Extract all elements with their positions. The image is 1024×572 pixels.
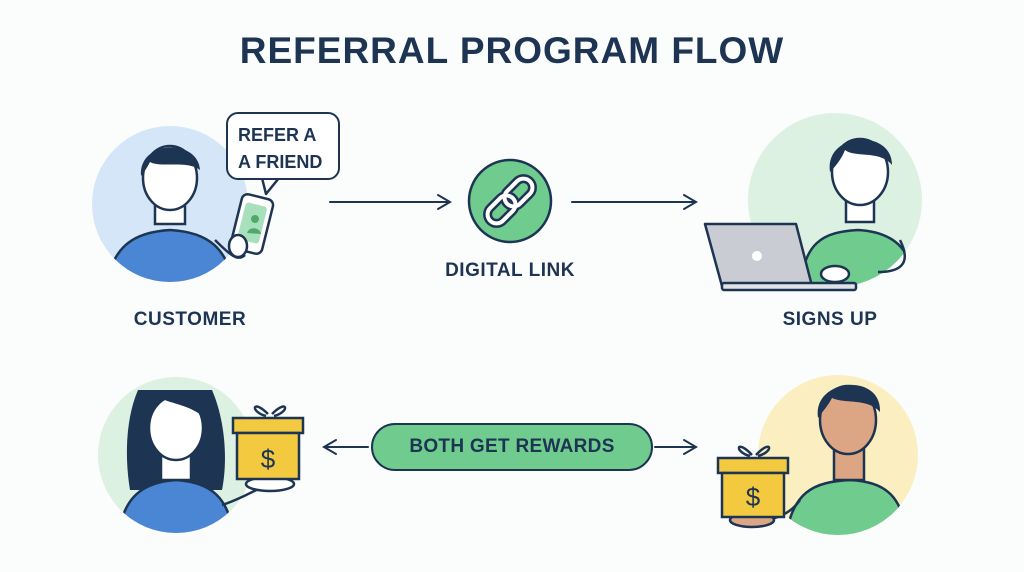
refer-speech-bubble: REFER A A FRIEND xyxy=(226,112,340,180)
arrow-link-to-signup xyxy=(571,194,698,210)
bubble-line-1: REFER A xyxy=(238,125,317,145)
gift-dollar-left: $ xyxy=(261,444,276,474)
gift-box-icon-left: $ xyxy=(231,405,305,481)
rewards-pill: BOTH GET REWARDS xyxy=(371,423,653,471)
bubble-tail xyxy=(260,177,280,196)
label-signs-up: SIGNS UP xyxy=(782,309,878,330)
arrow-customer-to-link xyxy=(329,194,452,210)
label-digital-link: DIGITAL LINK xyxy=(445,260,575,281)
chain-link-icon xyxy=(467,158,553,244)
customer-figure xyxy=(92,126,275,282)
friend-reward-figure xyxy=(728,375,918,535)
signup-figure xyxy=(703,113,922,292)
referrer-reward-figure xyxy=(98,377,296,533)
label-customer: CUSTOMER xyxy=(133,309,247,330)
gift-dollar-right: $ xyxy=(746,482,761,512)
arrow-both-ways xyxy=(322,439,698,455)
page-title: REFERRAL PROGRAM FLOW xyxy=(239,30,785,71)
bubble-line-2: A FRIEND xyxy=(238,152,323,172)
gift-box-icon-right: $ xyxy=(716,445,790,519)
